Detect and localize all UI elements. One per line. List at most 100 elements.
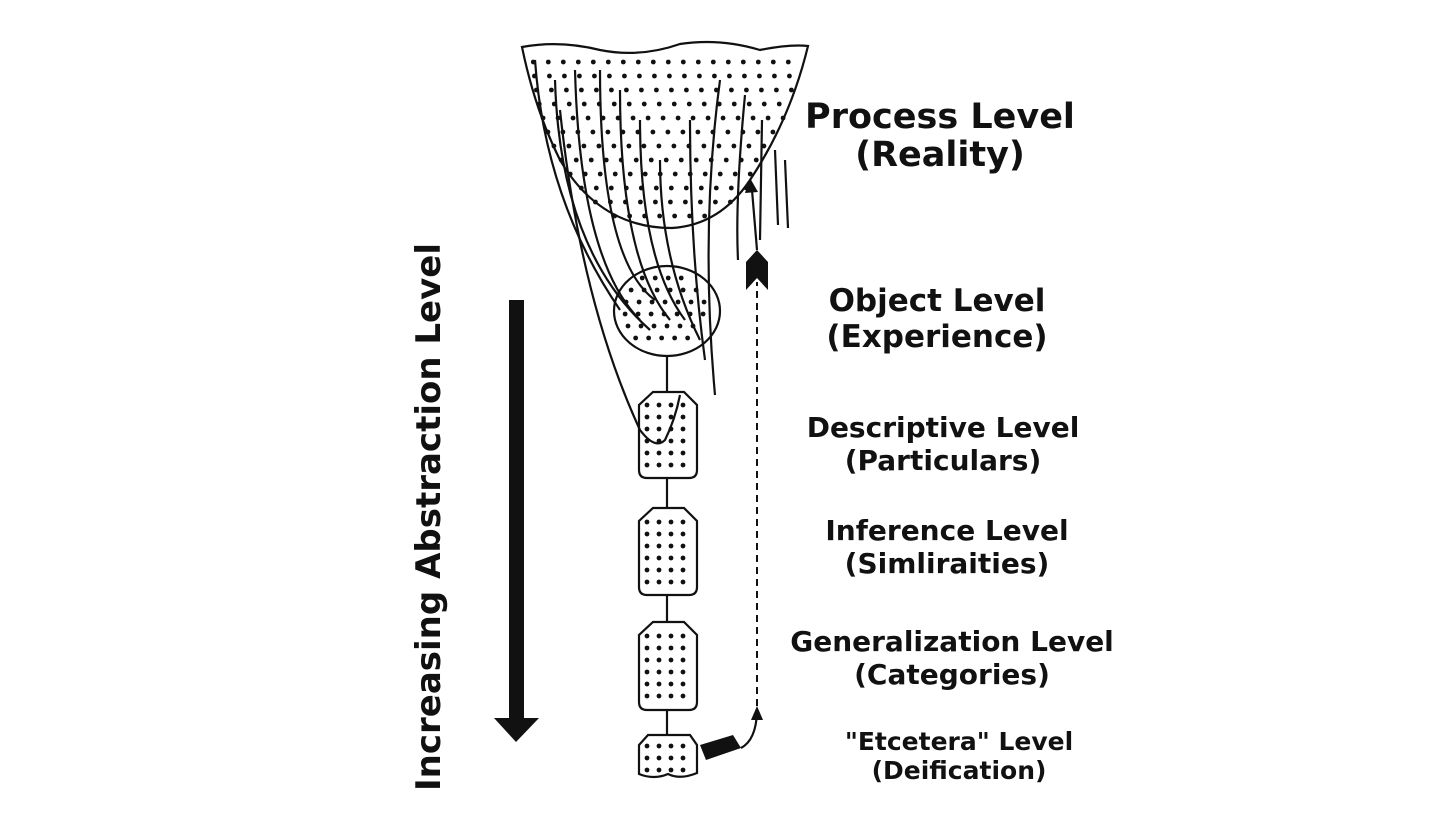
stipple-dot xyxy=(644,438,650,444)
stipple-dot xyxy=(656,755,662,761)
stipple-dot xyxy=(649,299,655,305)
stipple-dot xyxy=(678,275,684,281)
stipple-dot xyxy=(680,462,686,468)
stipple-dot xyxy=(723,157,729,163)
stipple-dot xyxy=(668,657,674,663)
stipple-dot xyxy=(656,143,662,149)
stipple-dot xyxy=(622,311,628,317)
etcetera-level-box xyxy=(637,733,699,779)
stipple-dot xyxy=(622,73,627,79)
stipple-dot xyxy=(611,143,617,149)
stipple-dot xyxy=(627,171,633,177)
stipple-dot xyxy=(585,115,591,121)
stipple-dot xyxy=(690,323,696,329)
stipple-dot xyxy=(680,287,686,293)
stipple-dot xyxy=(644,669,650,675)
stipple-dot xyxy=(743,87,749,93)
stipple-dot xyxy=(573,157,579,163)
object-level-label: Object Level xyxy=(829,283,1046,319)
stipple-dot xyxy=(702,171,708,177)
stipple-dot xyxy=(656,426,662,432)
stipple-dot xyxy=(641,143,647,149)
stipple-dot xyxy=(720,115,726,121)
stipple-dot xyxy=(663,157,669,163)
stipple-dot xyxy=(761,101,767,107)
stipple-dot xyxy=(765,115,771,121)
stipple-dot xyxy=(593,185,599,191)
stipple-dot xyxy=(570,115,576,121)
stipple-dot xyxy=(656,543,662,549)
stipple-dot xyxy=(660,115,666,121)
stipple-dot xyxy=(656,402,662,408)
stipple-dot xyxy=(646,335,652,341)
stipple-dot xyxy=(680,426,686,432)
descriptive-level-label: Descriptive Level xyxy=(807,411,1080,444)
stipple-dot xyxy=(695,129,701,135)
stipple-dot xyxy=(713,185,719,191)
stipple-dot xyxy=(611,101,617,107)
stipple-dot xyxy=(575,59,581,65)
stipple-dot xyxy=(701,143,707,149)
stipple-dot xyxy=(644,579,650,585)
stipple-dot xyxy=(668,462,674,468)
stipple-dot xyxy=(644,767,650,773)
stipple-dot xyxy=(578,87,584,93)
stipple-dot xyxy=(605,129,611,135)
stipple-dot xyxy=(644,743,650,749)
stipple-dot xyxy=(728,87,734,93)
stipple-dot xyxy=(644,450,650,456)
stipple-dot xyxy=(650,129,656,135)
stipple-dot xyxy=(664,323,670,329)
stipple-dot xyxy=(672,213,678,219)
stipple-dot xyxy=(644,657,650,663)
stipple-dot xyxy=(635,59,641,65)
stipple-dot xyxy=(665,59,671,65)
stipple-dot xyxy=(770,129,776,135)
stipple-dot xyxy=(746,101,752,107)
etcetera-level-label: "Etcetera" Level xyxy=(845,727,1073,756)
stipple-dot xyxy=(740,59,746,65)
feedback-arrow xyxy=(700,178,768,760)
stipple-dot xyxy=(750,115,756,121)
stipple-dot xyxy=(697,199,703,205)
stipple-dot xyxy=(644,414,650,420)
stipple-dot xyxy=(551,143,557,149)
stipple-dot xyxy=(653,87,659,93)
stipple-dot xyxy=(680,543,686,549)
stipple-dot xyxy=(644,462,650,468)
stipple-dot xyxy=(680,755,686,761)
descriptive-level-sub: (Particulars) xyxy=(845,444,1042,477)
stipple-dot xyxy=(607,73,612,79)
stipple-dot xyxy=(623,87,629,93)
stipple-dot xyxy=(566,101,572,107)
stipple-dot xyxy=(695,59,701,65)
stipple-dot xyxy=(545,129,551,135)
stipple-dot xyxy=(581,143,587,149)
stipple-dot xyxy=(682,73,687,79)
stipple-dot xyxy=(705,115,711,121)
stipple-dot xyxy=(668,185,674,191)
stipple-dot xyxy=(668,531,674,537)
stipple-dot xyxy=(682,199,688,205)
stipple-dot xyxy=(755,59,761,65)
generalization-level-sub: (Categories) xyxy=(854,658,1050,691)
stipple-dot xyxy=(698,185,704,191)
stipple-dot xyxy=(701,299,707,305)
stipple-dot xyxy=(652,275,658,281)
stipple-dot xyxy=(780,115,786,121)
stipple-dot xyxy=(644,693,650,699)
stipple-dot xyxy=(588,157,594,163)
stipple-dot xyxy=(686,101,692,107)
stipple-dot xyxy=(656,693,662,699)
stipple-dot xyxy=(623,299,629,305)
stipple-dot xyxy=(701,101,707,107)
stipple-dot xyxy=(788,87,794,93)
stipple-dot xyxy=(637,73,642,79)
stipple-dot xyxy=(667,287,673,293)
stipple-dot xyxy=(761,143,767,149)
stipple-dot xyxy=(688,299,694,305)
stipple-dot xyxy=(642,171,648,177)
stipple-dot xyxy=(644,567,650,573)
stipple-dot xyxy=(678,157,684,163)
object-dots xyxy=(622,275,707,341)
